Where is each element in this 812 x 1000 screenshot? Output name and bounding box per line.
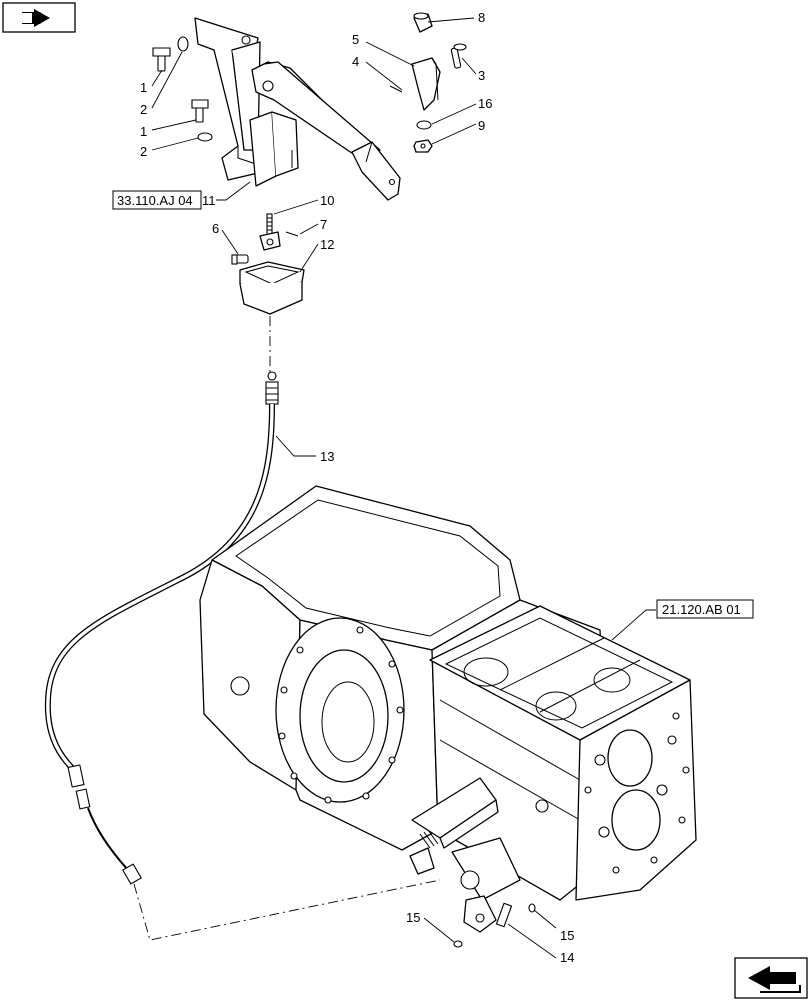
callout-5: 5 xyxy=(352,32,359,47)
callout-13: 13 xyxy=(320,449,334,464)
washer-2-upper xyxy=(177,36,189,52)
callout-11: 11 xyxy=(202,193,216,208)
washer-2-lower xyxy=(197,132,213,142)
boot-12 xyxy=(239,261,305,315)
lower-linkage xyxy=(409,777,536,948)
washer-16 xyxy=(416,120,432,130)
clip-15-right xyxy=(528,903,536,913)
stud-10 xyxy=(259,213,281,251)
pin-7 xyxy=(285,231,299,237)
knob-8 xyxy=(413,12,433,33)
centre-line-lower xyxy=(133,879,441,941)
callout-6: 6 xyxy=(212,221,219,236)
nut-9 xyxy=(413,139,433,153)
callout-4: 4 xyxy=(352,54,359,69)
reference-33-110-label: 33.110.AJ 04 xyxy=(117,193,193,208)
callout-1-lower: 1 xyxy=(140,124,147,139)
bolt-1-upper xyxy=(152,47,171,72)
book-arrow-icon[interactable] xyxy=(2,2,76,33)
transmission-housing xyxy=(199,485,697,901)
reference-33-110[interactable]: 33.110.AJ 04 xyxy=(112,190,202,210)
reference-21-120-label: 21.120.AB 01 xyxy=(662,602,741,617)
callout-labels: 1 2 1 2 3 4 5 8 16 9 10 7 6 12 13 15 15 … xyxy=(140,10,574,965)
callout-15-left: 15 xyxy=(406,910,420,925)
callout-9: 9 xyxy=(478,118,485,133)
callout-1-upper: 1 xyxy=(140,80,147,95)
callout-3: 3 xyxy=(478,68,485,83)
pin-3 xyxy=(450,43,467,69)
brake-lever-assembly xyxy=(194,17,401,201)
callout-14: 14 xyxy=(560,950,574,965)
callout-12: 12 xyxy=(320,237,334,252)
leader-lines xyxy=(151,17,656,959)
bolt-6 xyxy=(231,254,249,265)
bolt-1-lower xyxy=(191,99,209,123)
next-page-arrow-icon[interactable] xyxy=(734,957,808,999)
pin-14 xyxy=(495,902,513,928)
callout-7: 7 xyxy=(320,217,327,232)
cable-13 xyxy=(44,371,279,885)
bracket-5 xyxy=(411,57,441,111)
callout-15-right: 15 xyxy=(560,928,574,943)
callout-2-lower: 2 xyxy=(140,144,147,159)
clip-15-left xyxy=(453,940,463,948)
callout-8: 8 xyxy=(478,10,485,25)
spring-pin-4 xyxy=(389,85,403,93)
callout-16: 16 xyxy=(478,96,492,111)
callout-2-upper: 2 xyxy=(140,102,147,117)
callout-10: 10 xyxy=(320,193,334,208)
reference-21-120[interactable]: 21.120.AB 01 xyxy=(656,599,754,619)
